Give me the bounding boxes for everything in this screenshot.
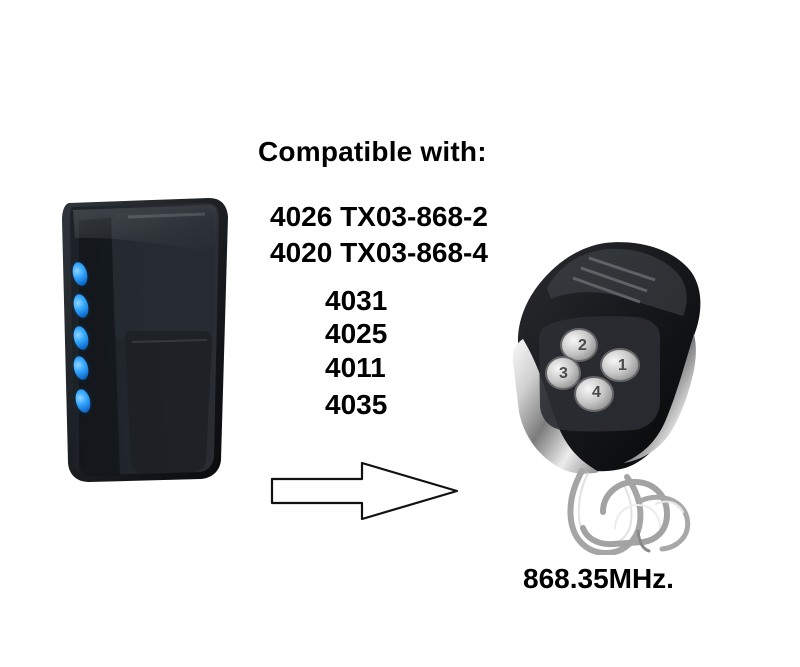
right-remote-button-label-3: 3: [559, 365, 568, 382]
arrow-icon: [270, 461, 459, 521]
compatible-model-2: 4020 TX03-868-4: [270, 237, 488, 268]
compatibility-heading: Compatible with:: [258, 136, 487, 167]
compatible-code-4: 4035: [325, 389, 388, 420]
compatible-code-3: 4011: [325, 352, 386, 383]
right-remote-button-label-4: 4: [592, 384, 601, 401]
frequency-label: 868.35MHz.: [523, 563, 674, 594]
right-remote-icon: [512, 242, 701, 555]
compatible-code-2: 4025: [325, 318, 388, 349]
left-remote-icon: [62, 198, 228, 482]
compatible-code-1: 4031: [325, 285, 388, 316]
right-remote-button-label-2: 2: [578, 337, 587, 354]
compatible-model-1: 4026 TX03-868-2: [270, 201, 488, 232]
right-remote-button-label-1: 1: [618, 357, 627, 374]
